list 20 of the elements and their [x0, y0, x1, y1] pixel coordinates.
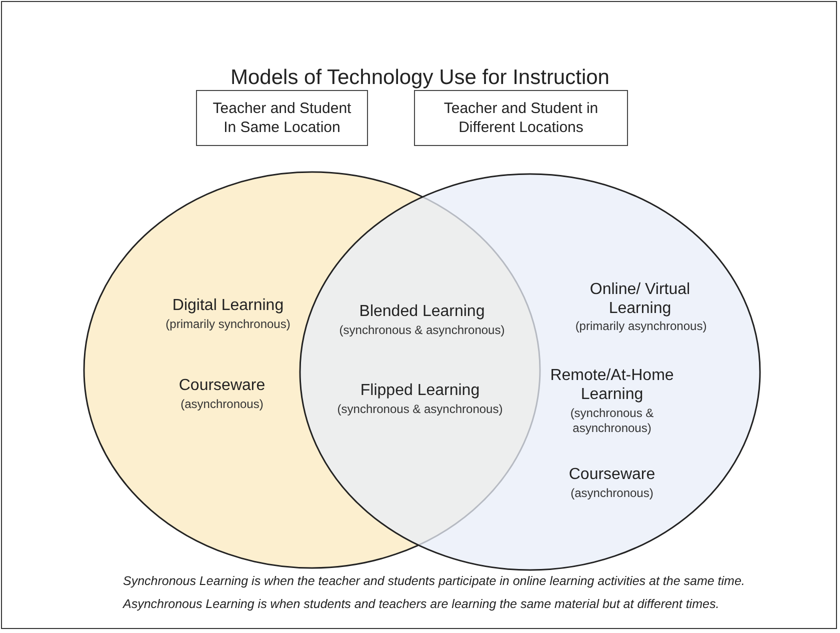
region-label: Courseware — [178, 376, 266, 395]
venn-circle — [299, 173, 761, 571]
region-label: Remote/At-Home Learning — [549, 366, 675, 404]
header-box: Teacher and Student In Same Location — [196, 90, 368, 146]
region-label: Blended Learning — [359, 302, 485, 321]
timing-note: (synchronous & asynchronous) — [339, 323, 505, 338]
diagram-title: Models of Technology Use for Instruction — [230, 66, 610, 90]
timing-note: (primarily asynchronous) — [575, 319, 707, 334]
timing-note: (synchronous & asynchronous) — [569, 406, 655, 436]
timing-note: (synchronous & asynchronous) — [337, 402, 503, 417]
timing-note: (asynchronous) — [570, 486, 654, 501]
region-label: Online/ Virtual Learning — [588, 280, 692, 318]
timing-note: (asynchronous) — [180, 397, 264, 412]
definition-note: Asynchronous Learning is when students and teachers are learning the same material but at different times. — [123, 597, 720, 612]
region-label: Digital Learning — [172, 296, 284, 315]
header-box: Teacher and Student in Different Locations — [414, 90, 628, 146]
definition-note: Synchronous Learning is when the teacher and students participate in online learning activities at the same time. — [123, 574, 745, 589]
timing-note: (primarily synchronous) — [166, 317, 290, 332]
region-label: Flipped Learning — [360, 381, 480, 400]
region-label: Courseware — [568, 465, 656, 484]
